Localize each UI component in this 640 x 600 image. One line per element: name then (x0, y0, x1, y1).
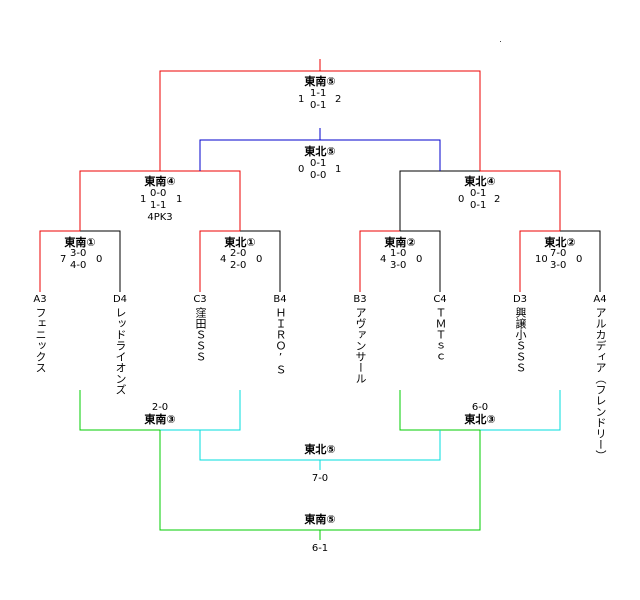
match-half2-m4: 3-0 (550, 260, 567, 271)
match-left-score-m7: 0 (298, 164, 305, 175)
team-name-b3: アヴァンサール (354, 307, 367, 384)
match-title-m3: 東南② (384, 236, 416, 249)
consolation-score-c3: 7-0 (311, 473, 329, 484)
line-a3 (39, 230, 80, 292)
consolation-title-c2: 東北③ (464, 413, 496, 426)
match-left-score-m3: 4 (380, 254, 387, 265)
match-right-score-m1: 0 (96, 254, 103, 265)
team-code-a3: A3 (33, 294, 47, 305)
line-blue-left (199, 139, 320, 171)
match-left-score-m8: 1 (298, 94, 305, 105)
match-half1-m7: 0-1 (310, 158, 327, 169)
team-code-d4: D4 (112, 294, 128, 305)
match-left-score-m1: 7 (60, 254, 67, 265)
match-half2-m5: 1-1 (150, 200, 167, 211)
line-b3 (359, 230, 400, 292)
line-m5-up (159, 70, 320, 171)
line-b4 (240, 230, 281, 292)
match-right-score-m5: 1 (176, 194, 183, 205)
line-green-c1 (79, 390, 160, 431)
match-pk-m5: 4PK3 (147, 212, 173, 223)
consolation-title-c4: 東南⑤ (304, 513, 336, 526)
team-code-d3: D3 (512, 294, 528, 305)
match-right-score-m4: 0 (576, 254, 583, 265)
line-d3 (519, 230, 560, 292)
team-name-d4: レッドライオンズ (114, 307, 127, 395)
match-half1-m5: 0-0 (150, 188, 167, 199)
consolation-title-c1: 東南③ (144, 413, 176, 426)
line-d4 (80, 230, 121, 292)
team-code-a4: A4 (593, 294, 607, 305)
match-right-score-m7: 1 (335, 164, 342, 175)
match-half1-m6: 0-1 (470, 188, 487, 199)
line-cyan-c2 (480, 390, 561, 431)
team-code-c3: C3 (193, 294, 207, 305)
match-half1-m4: 7-0 (550, 248, 567, 259)
match-half1-m1: 3-0 (70, 248, 87, 259)
match-half1-m3: 1-0 (390, 248, 407, 259)
team-code-b4: B4 (273, 294, 287, 305)
match-left-score-m4: 10 (535, 254, 548, 265)
match-left-score-m6: 0 (458, 194, 465, 205)
line-m2-up (160, 170, 241, 231)
match-half2-m1: 4-0 (70, 260, 87, 271)
match-half1-m2: 2-0 (230, 248, 247, 259)
match-half2-m3: 3-0 (390, 260, 407, 271)
match-half2-m7: 0-0 (310, 170, 327, 181)
match-right-score-m3: 0 (416, 254, 423, 265)
match-half2-m2: 2-0 (230, 260, 247, 271)
line-green-c2 (399, 390, 480, 431)
consolation-score-c2: 6-0 (471, 402, 489, 413)
line-a4 (560, 230, 601, 292)
match-left-score-m2: 4 (220, 254, 227, 265)
team-code-b3: B3 (353, 294, 367, 305)
match-title-m8: 東南⑤ (304, 75, 336, 88)
team-code-c4: C4 (433, 294, 447, 305)
match-left-score-m5: 1 (140, 194, 147, 205)
team-name-b4: ＨＩＲＯ’Ｓ (274, 307, 287, 375)
team-name-a3: フェニックス (34, 307, 47, 373)
consolation-title-c3: 東北⑤ (304, 443, 336, 456)
consolation-score-c4: 6-1 (311, 543, 329, 554)
line-m6-up (320, 70, 481, 171)
line-c3 (199, 230, 240, 292)
team-name-c4: ＴＭＴｓｃ (434, 307, 447, 362)
match-title-m4: 東北② (544, 236, 576, 249)
match-title-m1: 東南① (64, 236, 96, 249)
match-right-score-m8: 2 (335, 94, 342, 105)
match-title-m7: 東北⑤ (304, 145, 336, 158)
match-right-score-m6: 2 (494, 194, 501, 205)
stray-dot (500, 41, 501, 42)
line-m3-up (399, 170, 480, 231)
consolation-score-c1: 2-0 (151, 402, 169, 413)
line-cyan-c1 (160, 390, 241, 431)
team-name-c3: 窪田ＳＳＳ (194, 307, 207, 362)
match-half2-m6: 0-1 (470, 200, 487, 211)
line-m1-up (79, 170, 160, 231)
match-half1-m8: 1-1 (310, 88, 327, 99)
line-c4 (400, 230, 441, 292)
team-name-d3: 興譲小ＳＳＳ (514, 307, 527, 373)
match-half2-m8: 0-1 (310, 100, 327, 111)
match-title-m6: 東北④ (464, 175, 496, 188)
match-title-m2: 東北① (224, 236, 256, 249)
match-title-m5: 東南④ (144, 175, 176, 188)
line-m4-up (480, 170, 561, 231)
line-blue-right (320, 139, 441, 171)
match-right-score-m2: 0 (256, 254, 263, 265)
team-name-a4: アルカディア（フレンドリー） (594, 307, 607, 461)
